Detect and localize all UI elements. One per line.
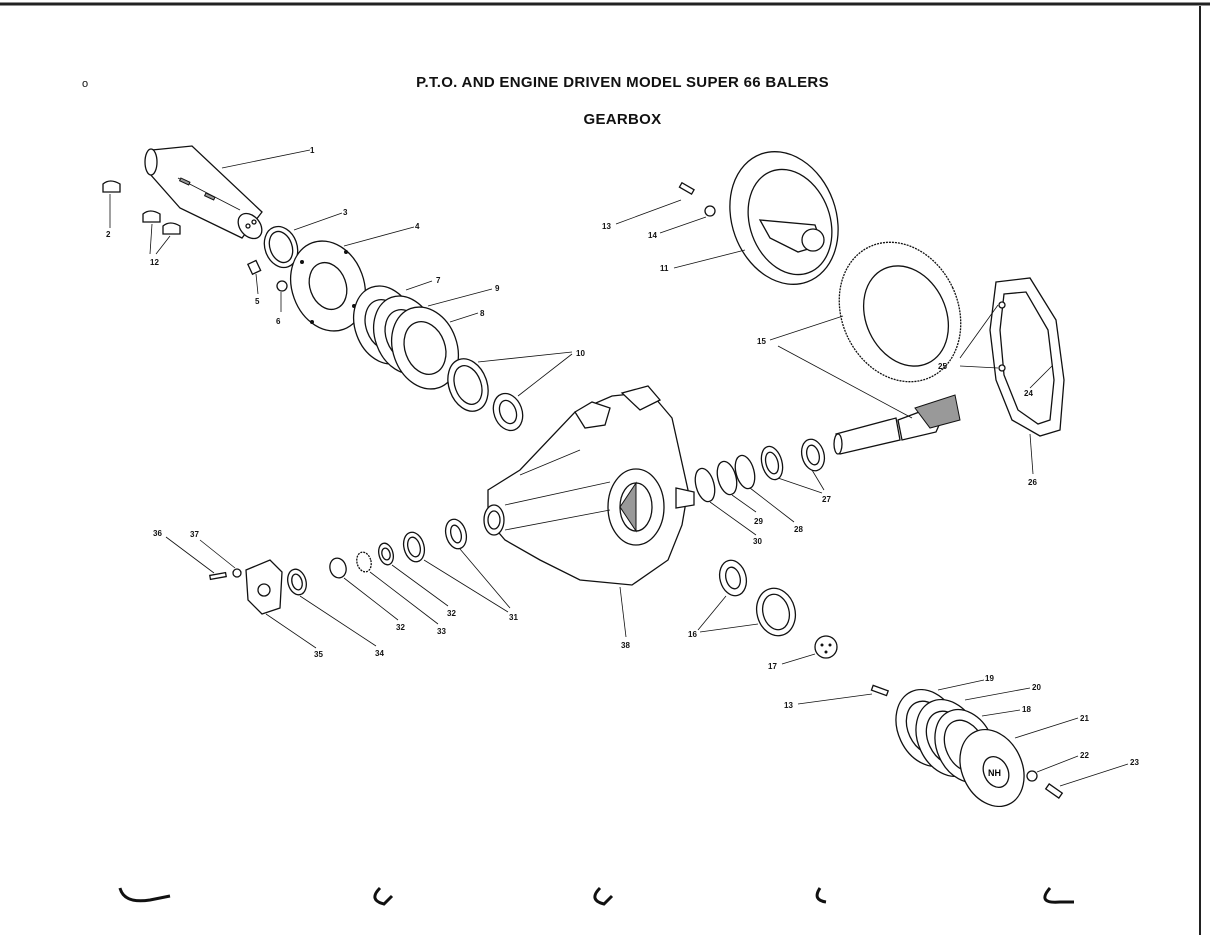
part-11-housing-cover — [729, 151, 839, 285]
callout-13-top: 13 — [602, 222, 611, 231]
callout-5: 5 — [255, 297, 260, 306]
part-32-locknut — [329, 557, 347, 579]
callout-27: 27 — [822, 495, 831, 504]
page-subtitle: GEARBOX — [583, 111, 662, 128]
part-6-nut — [276, 280, 288, 292]
part-28-shim — [734, 454, 756, 490]
part-33-lockwasher — [356, 551, 372, 573]
part-36-capscrew — [209, 571, 227, 581]
binder-mark-3 — [593, 886, 614, 906]
callout-26: 26 — [1028, 478, 1037, 487]
callout-15: 15 — [757, 337, 766, 346]
part-17-plug — [814, 635, 838, 659]
callout-7: 7 — [436, 276, 441, 285]
binder-mark-5 — [1043, 887, 1074, 904]
part-29-shim — [716, 460, 738, 496]
part-12-key-b — [162, 222, 181, 235]
part-23-capscrew — [1044, 783, 1064, 799]
corner-mark: o — [82, 78, 89, 90]
nh-logo-on-cap: NH — [988, 768, 1001, 778]
part-15-pinion-shaft — [833, 394, 961, 455]
callout-23: 23 — [1130, 758, 1139, 767]
callout-38: 38 — [621, 641, 630, 650]
part-15-ring-gear — [838, 241, 962, 383]
part-13-bolt-bottom — [870, 684, 890, 697]
part-5-bolt — [246, 259, 262, 276]
callout-19: 19 — [985, 674, 994, 683]
callout-32-right: 32 — [447, 609, 456, 618]
callout-2: 2 — [106, 230, 111, 239]
callout-32-left: 32 — [396, 623, 405, 632]
callout-8: 8 — [480, 309, 485, 318]
callout-22: 22 — [1080, 751, 1089, 760]
callout-25: 25 — [938, 362, 947, 371]
callout-21: 21 — [1080, 714, 1089, 723]
callout-29: 29 — [754, 517, 763, 526]
callout-16: 16 — [688, 630, 697, 639]
part-4-bearing-retainer — [290, 240, 366, 332]
callout-36: 36 — [153, 529, 162, 538]
callout-17: 17 — [768, 662, 777, 671]
part-22-lockwasher — [1026, 770, 1038, 782]
callout-28: 28 — [794, 525, 803, 534]
callout-30: 30 — [753, 537, 762, 546]
callout-14: 14 — [648, 231, 657, 240]
callout-37: 37 — [190, 530, 199, 539]
callout-18: 18 — [1022, 705, 1031, 714]
part-37-lockwasher — [232, 568, 242, 578]
callout-20: 20 — [1032, 683, 1041, 692]
binder-mark-1 — [118, 887, 171, 903]
callout-4: 4 — [415, 222, 420, 231]
callout-1: 1 — [310, 146, 315, 155]
callout-9: 9 — [495, 284, 500, 293]
part-13-bolt-top — [678, 181, 695, 195]
part-38-gearbox-housing — [483, 385, 695, 586]
callout-12: 12 — [150, 258, 159, 267]
binder-mark-2 — [373, 886, 394, 906]
part-12-key-a — [142, 210, 161, 223]
callout-33: 33 — [437, 627, 446, 636]
callout-13-bottom: 13 — [784, 701, 793, 710]
part-30-shim — [694, 467, 716, 503]
part-14-lockwasher — [704, 205, 716, 217]
page-title: P.T.O. AND ENGINE DRIVEN MODEL SUPER 66 … — [416, 74, 829, 91]
callout-3: 3 — [343, 208, 348, 217]
callout-34: 34 — [375, 649, 384, 658]
callout-11: 11 — [660, 264, 669, 273]
callout-6: 6 — [276, 317, 281, 326]
callout-35: 35 — [314, 650, 323, 659]
callout-31: 31 — [509, 613, 518, 622]
part-1-pto-shaft — [144, 145, 263, 240]
binder-mark-4 — [815, 887, 827, 904]
part-26-side-cover — [989, 277, 1065, 437]
part-2-key — [102, 180, 121, 193]
callout-24: 24 — [1024, 389, 1033, 398]
callout-10: 10 — [576, 349, 585, 358]
